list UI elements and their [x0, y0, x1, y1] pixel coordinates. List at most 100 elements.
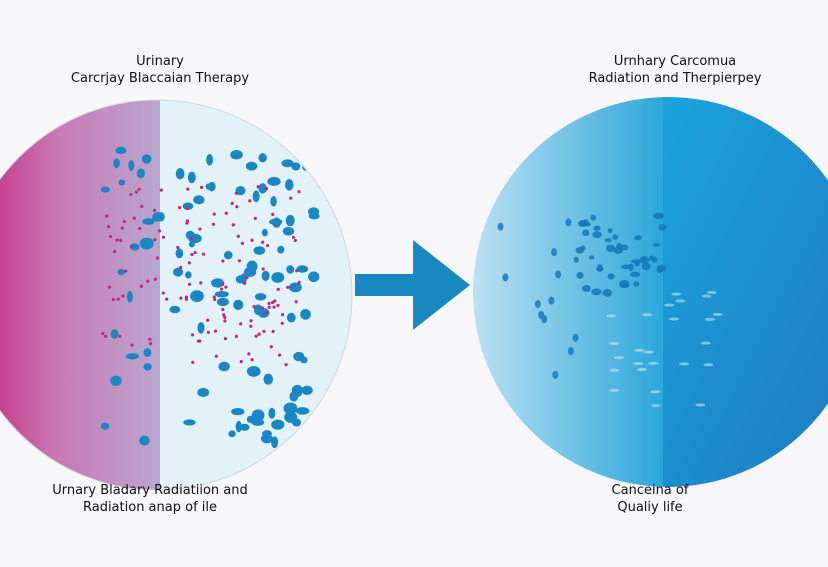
radiation-dot — [107, 285, 112, 289]
left-caption: Urnary Bladary Radiatiion and Radiation … — [20, 482, 280, 516]
radiation-dot — [269, 345, 273, 349]
radiation-dot — [254, 334, 258, 338]
streak — [609, 388, 620, 392]
scattered-cell — [565, 218, 572, 227]
streak — [605, 314, 616, 318]
radiation-dot — [153, 238, 157, 242]
radiation-dot — [270, 300, 275, 305]
streak — [643, 350, 654, 354]
radiation-dot — [286, 285, 290, 289]
radiation-dot — [191, 360, 195, 364]
radiation-dot — [219, 287, 224, 291]
radiation-dot — [161, 235, 166, 239]
radiation-dot — [257, 332, 261, 336]
tumor-cell — [284, 411, 298, 423]
left-caption-line1: Urnary Bladary Radiatiion and — [52, 483, 248, 498]
residual-cell — [575, 247, 584, 254]
residual-cell — [656, 264, 667, 272]
tumor-cell — [235, 275, 246, 284]
streak — [703, 363, 714, 367]
radiation-dot — [105, 214, 109, 218]
tumor-cell — [125, 353, 140, 360]
radiation-dot — [222, 313, 226, 317]
radiation-dot — [236, 234, 240, 238]
tumor-cell — [228, 430, 236, 438]
streak — [642, 313, 653, 317]
radiation-dot — [149, 342, 153, 346]
tumor-cell — [139, 435, 150, 446]
tumor-cell — [175, 168, 185, 180]
magenta-half — [0, 100, 160, 490]
tumor-cell — [218, 361, 230, 372]
radiation-dot — [206, 330, 210, 334]
light-blue-half — [473, 97, 665, 487]
tumor-cell — [254, 293, 267, 301]
scattered-cell — [538, 310, 545, 319]
streak — [609, 368, 620, 372]
tumor-cell — [286, 312, 296, 323]
residual-cell — [576, 271, 584, 279]
tumor-cell — [285, 214, 295, 227]
radiation-dot — [199, 281, 203, 285]
residual-cell — [602, 288, 612, 297]
radiation-dot — [223, 337, 228, 341]
radiation-dot — [179, 296, 183, 300]
tumor-cell — [285, 179, 294, 191]
radiation-dot — [267, 305, 271, 309]
tumor-cell — [141, 154, 152, 164]
radiation-dot — [264, 187, 269, 191]
radiation-dot — [185, 221, 189, 225]
radiation-dot — [249, 324, 253, 328]
tumor-cell — [182, 202, 194, 210]
residual-cell — [628, 263, 634, 272]
residual-cell — [641, 262, 651, 271]
scattered-cell — [534, 300, 541, 309]
residual-cell — [582, 229, 590, 237]
radiation-dot — [120, 226, 124, 230]
tumor-cell — [300, 309, 311, 320]
radiation-dot — [272, 305, 276, 309]
radiation-dot — [213, 329, 218, 333]
radiation-dot — [161, 291, 165, 295]
radiation-dot — [252, 305, 256, 309]
tumor-cell — [288, 282, 302, 293]
radiation-dot — [121, 294, 125, 298]
tumor-cell — [261, 228, 268, 237]
residual-cell — [579, 219, 585, 227]
residual-cell — [596, 264, 603, 273]
radiation-dot — [146, 279, 150, 283]
left-caption-line2: Radiation anap of ile — [82, 500, 218, 515]
streak — [609, 341, 620, 345]
residual-cell — [630, 259, 642, 264]
residual-cell — [652, 242, 661, 247]
scattered-cell — [572, 333, 579, 342]
dark-blue-half — [663, 97, 828, 487]
tumor-cell — [302, 163, 309, 171]
residual-cell — [607, 273, 615, 280]
residual-cell — [630, 271, 641, 278]
scattered-cell — [555, 270, 562, 279]
radiation-dot — [271, 329, 275, 334]
radiation-dot — [148, 337, 152, 341]
radiation-dot — [190, 237, 194, 241]
radiation-dot — [261, 267, 265, 271]
tumor-cell — [239, 423, 250, 431]
tumor-cell — [277, 245, 285, 254]
radiation-dot — [211, 222, 216, 226]
tumor-cell — [185, 230, 195, 240]
radiation-dot — [184, 295, 188, 299]
radiation-dot — [130, 343, 134, 347]
radiation-dot — [224, 211, 228, 215]
radiation-dot — [234, 334, 239, 339]
streak — [706, 290, 717, 294]
radiation-dot — [155, 256, 160, 260]
tumor-cell — [143, 348, 152, 357]
tumor-cell — [142, 218, 155, 225]
residual-cell — [605, 244, 616, 253]
radiation-dot — [293, 238, 297, 242]
radiation-dot — [289, 196, 293, 200]
streak — [712, 312, 723, 316]
tumor-cell — [251, 409, 265, 422]
tumor-cell — [113, 158, 120, 169]
radiation-dot — [239, 359, 243, 364]
